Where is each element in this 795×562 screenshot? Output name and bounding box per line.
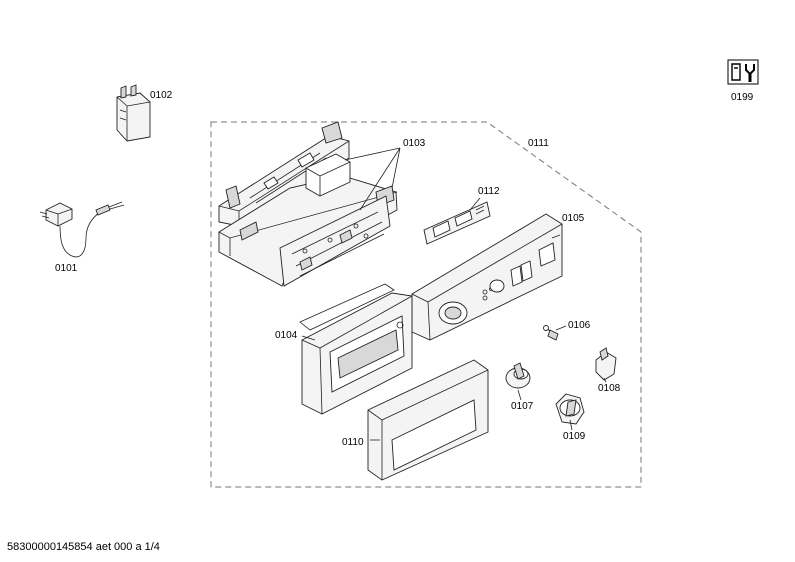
label-0112: 0112 xyxy=(478,186,500,197)
part-0104-frame-seal xyxy=(299,283,413,415)
part-0103-board-upper xyxy=(218,121,350,227)
label-0107: 0107 xyxy=(511,401,534,412)
label-0104: 0104 xyxy=(275,330,298,341)
part-0112-label-insert xyxy=(423,201,491,245)
label-0105: 0105 xyxy=(562,213,585,224)
part-0102-filter xyxy=(116,84,151,142)
service-tools-icon xyxy=(727,59,759,85)
label-0108: 0108 xyxy=(598,383,621,394)
label-0109: 0109 xyxy=(563,431,586,442)
document-footer: 58300000145854 aet 000 a 1/4 xyxy=(7,541,160,553)
part-0101-mains-cable xyxy=(39,201,125,258)
label-0110: 0110 xyxy=(342,437,364,448)
assembly-boundary-0111 xyxy=(210,121,642,488)
label-0199: 0199 xyxy=(731,92,754,103)
label-0102: 0102 xyxy=(150,90,173,101)
label-0101: 0101 xyxy=(55,263,78,274)
part-0110-drawer-handle xyxy=(367,359,489,481)
label-0106: 0106 xyxy=(568,320,591,331)
part-0109-programme-knob xyxy=(555,393,585,425)
label-0111: 0111 xyxy=(528,138,549,149)
label-0103: 0103 xyxy=(403,138,426,149)
part-0106-stud xyxy=(543,325,559,341)
part-0108-push-button xyxy=(595,347,617,381)
part-0103-board-lower xyxy=(218,153,398,287)
part-0103-pcb xyxy=(279,195,391,287)
part-0107-knob xyxy=(505,362,531,389)
